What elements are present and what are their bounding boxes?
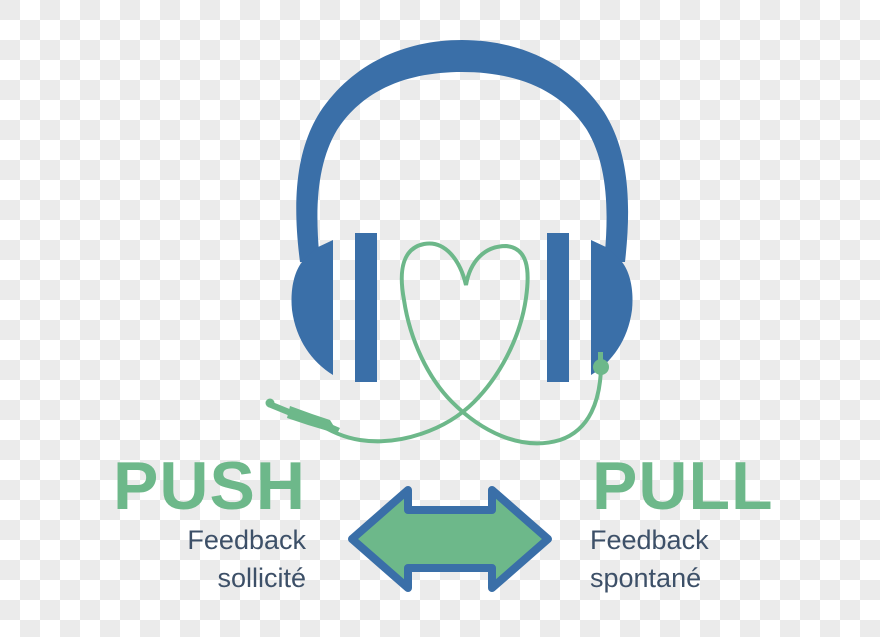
pull-title: PULL	[592, 448, 774, 524]
audio-jack-icon	[265, 398, 340, 432]
heart-cable-icon	[314, 241, 603, 446]
push-subtitle-line2: sollicité	[217, 563, 306, 593]
push-subtitle: Feedback sollicité	[150, 521, 306, 597]
pull-subtitle-line1: Feedback	[590, 525, 709, 555]
push-title: PUSH	[113, 448, 306, 524]
headphones-icon	[291, 40, 633, 382]
pull-subtitle: Feedback spontané	[590, 521, 790, 597]
cable-connector-icon	[593, 352, 609, 375]
double-arrow-icon	[348, 486, 552, 592]
left-speaker-bar	[355, 233, 377, 382]
right-speaker-bar	[547, 233, 569, 382]
push-subtitle-line1: Feedback	[187, 525, 306, 555]
pull-subtitle-line2: spontané	[590, 563, 702, 593]
